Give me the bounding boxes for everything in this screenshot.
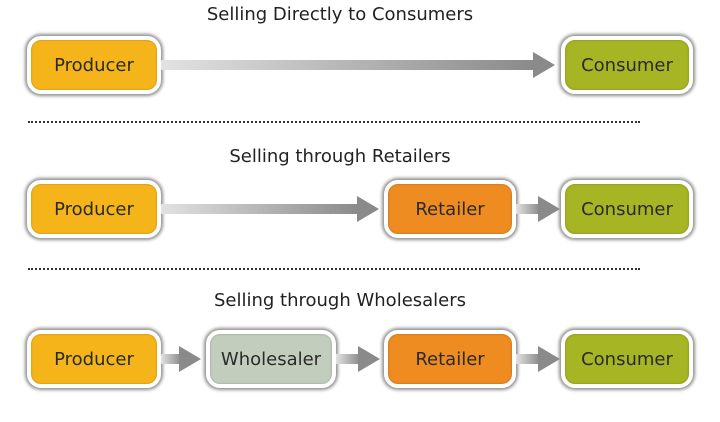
section-divider [28,121,640,123]
consumer-box: Consumer [561,180,693,238]
producer-box: Producer [27,180,161,238]
section-title-direct: Selling Directly to Consumers [206,4,474,25]
retailer-box: Retailer [384,330,516,388]
retailer-box: Retailer [384,180,516,238]
consumer-box: Consumer [561,330,693,388]
section-title-retailers: Selling through Retailers [229,146,451,167]
consumer-box: Consumer [561,36,693,94]
wholesaler-box: Wholesaler [206,330,336,388]
section-divider [28,268,640,270]
section-title-wholesalers: Selling through Wholesalers [213,290,467,311]
producer-box: Producer [27,36,161,94]
producer-box: Producer [27,330,161,388]
